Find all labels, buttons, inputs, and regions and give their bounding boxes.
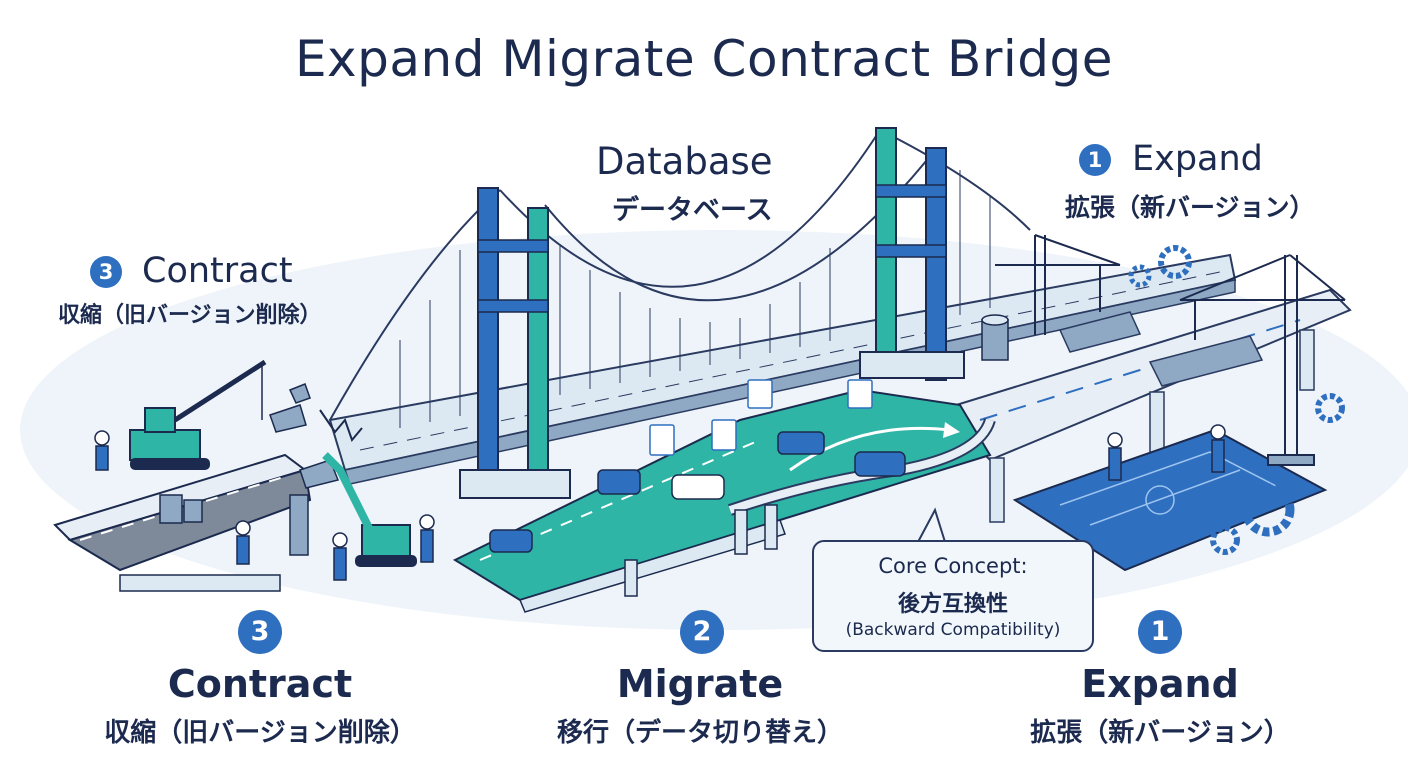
migrate-label-bottom-jp: 移行（データ切り替え） — [556, 718, 843, 748]
core-concept-heading: Core Concept: — [878, 554, 1028, 578]
excavator-icon — [322, 452, 417, 567]
crane-icon — [1179, 254, 1346, 466]
crane-icon — [129, 359, 267, 470]
document-icon — [649, 379, 873, 456]
contract-label-bottom: Contract — [167, 662, 353, 706]
expand-number-badge-bottom: 1 — [1138, 610, 1182, 654]
core-concept-en: (Backward Compatibility) — [845, 620, 1061, 640]
crane-icon — [995, 234, 1121, 335]
core-concept-callout: Core Concept: 後方互換性 (Backward Compatibil… — [812, 540, 1094, 652]
migrate-label-bottom: Migrate — [616, 662, 784, 706]
hanger-cables — [399, 170, 991, 428]
expand-label-top-jp: 拡張（新バージョン） — [1065, 193, 1315, 222]
gear-icon — [1128, 245, 1345, 555]
contract-number-badge: 3 — [90, 256, 122, 288]
blueprint-icon — [1012, 428, 1328, 572]
expand-label-bottom: Expand — [1081, 662, 1239, 706]
migrate-number-badge: 2 — [680, 610, 724, 654]
contract-label-top: Contract — [142, 251, 293, 291]
expand-label-bottom-jp: 拡張（新バージョン） — [1030, 718, 1290, 748]
expand-label-top: Expand — [1132, 139, 1263, 179]
core-concept-jp: 後方互換性 — [897, 592, 1008, 617]
server-icon — [159, 494, 203, 524]
worker-icon — [94, 424, 1226, 581]
contract-label-top-jp: 収縮（旧バージョン削除） — [58, 303, 322, 328]
expand-number-badge: 1 — [1079, 144, 1111, 176]
bridge-tower-left — [459, 187, 571, 499]
database-label: Database — [596, 140, 773, 183]
car-icon — [489, 431, 906, 553]
database-icon — [981, 314, 1009, 361]
database-label-jp: データベース — [612, 195, 773, 226]
contract-label-bottom-jp: 収縮（旧バージョン削除） — [104, 718, 416, 748]
contract-number-badge-bottom: 3 — [238, 610, 282, 654]
bridge-tower-right — [859, 127, 965, 381]
page-title: Expand Migrate Contract Bridge — [294, 30, 1114, 88]
